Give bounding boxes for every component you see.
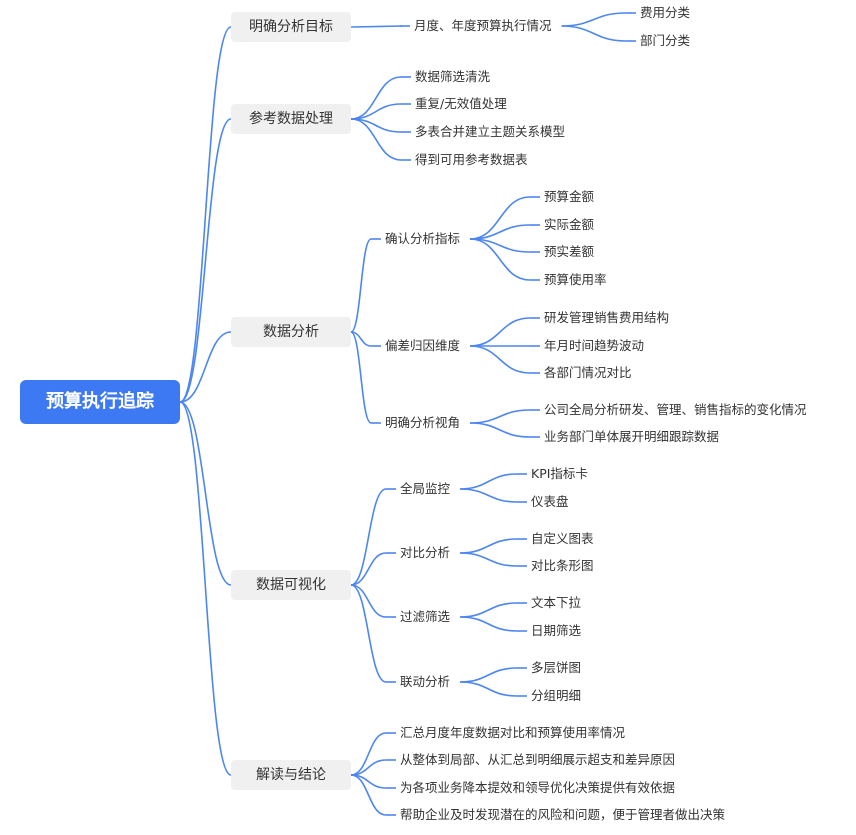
sub-leaf-link (469, 345, 531, 374)
sub-topic[interactable]: 过滤筛选 (400, 609, 451, 624)
leaf-topic[interactable]: 文本下拉 (531, 595, 582, 610)
leaf-topic[interactable]: 分组明细 (531, 688, 582, 703)
branch-sub-link (350, 584, 387, 618)
sub-leaf-link (469, 422, 531, 438)
sub-topic[interactable]: 偏差归因维度 (385, 338, 461, 353)
leaf-topic[interactable]: 实际金额 (544, 217, 595, 232)
root-branch-link (179, 331, 232, 403)
branch-sub-link (350, 488, 387, 586)
sub-topic[interactable]: 重复/无效值处理 (415, 96, 507, 111)
sub-leaf-link (469, 196, 531, 240)
branch-sub-link (350, 774, 387, 816)
root-node[interactable]: 预算执行追踪 (20, 380, 180, 424)
sub-leaf-link (459, 667, 518, 683)
sub-leaf-link (561, 25, 627, 42)
leaf-topic[interactable]: 日期筛选 (531, 623, 582, 638)
branch-sub-link (350, 331, 372, 424)
sub-topic[interactable]: 对比分析 (400, 545, 451, 560)
sub-leaf-link (459, 616, 518, 632)
branch-sub-link (350, 238, 372, 333)
leaf-topic[interactable]: 仪表盘 (531, 494, 569, 509)
root-branch-link (179, 401, 232, 776)
sub-topic[interactable]: 帮助企业及时发现潜在的风险和问题，便于管理者做出决策 (400, 807, 726, 822)
leaf-topic[interactable]: 业务部门单体展开明细跟踪数据 (544, 429, 720, 444)
sub-leaf-link (459, 602, 518, 618)
branch-sub-link (350, 76, 402, 120)
leaf-topic[interactable]: 预实差额 (544, 244, 595, 259)
branch-sub-link (350, 25, 403, 28)
branch-sub-link (350, 552, 387, 586)
leaf-topic[interactable]: KPI指标卡 (531, 466, 588, 481)
sub-topic[interactable]: 多表合并建立主题关系模型 (415, 124, 566, 139)
sub-topic[interactable]: 联动分析 (400, 674, 451, 689)
branch-node[interactable]: 参考数据处理 (231, 104, 351, 134)
root-branch-link (179, 401, 232, 586)
sub-leaf-link (469, 409, 531, 424)
sub-topic[interactable]: 明确分析视角 (385, 415, 461, 430)
root-branch-link (179, 26, 232, 403)
sub-topic[interactable]: 全局监控 (400, 481, 451, 496)
root-branch-link (179, 118, 232, 403)
sub-leaf-link (459, 473, 518, 490)
leaf-topic[interactable]: 费用分类 (640, 5, 691, 20)
branch-sub-link (350, 584, 387, 683)
sub-topic[interactable]: 确认分析指标 (385, 231, 461, 246)
sub-leaf-link (561, 12, 627, 27)
branch-node[interactable]: 明确分析目标 (231, 12, 351, 42)
leaf-topic[interactable]: 各部门情况对比 (544, 365, 632, 380)
branch-node[interactable]: 数据分析 (231, 317, 351, 347)
sub-leaf-link (459, 488, 518, 503)
leaf-topic[interactable]: 年月时间趋势波动 (544, 338, 645, 353)
branch-node[interactable]: 数据可视化 (231, 570, 351, 600)
sub-leaf-link (469, 238, 531, 281)
leaf-topic[interactable]: 多层饼图 (531, 660, 582, 675)
leaf-topic[interactable]: 研发管理销售费用结构 (544, 310, 670, 325)
branch-sub-link (350, 118, 402, 161)
sub-leaf-link (459, 538, 518, 554)
leaf-topic[interactable]: 公司全局分析研发、管理、销售指标的变化情况 (544, 402, 807, 417)
sub-topic[interactable]: 数据筛选清洗 (415, 69, 491, 84)
leaf-topic[interactable]: 自定义图表 (531, 531, 594, 546)
sub-topic[interactable]: 从整体到局部、从汇总到明细展示超支和差异原因 (400, 752, 676, 767)
sub-topic[interactable]: 得到可用参考数据表 (415, 152, 528, 167)
sub-leaf-link (469, 317, 531, 347)
sub-topic[interactable]: 月度、年度预算执行情况 (414, 18, 552, 33)
branch-sub-link (350, 732, 387, 776)
leaf-topic[interactable]: 对比条形图 (531, 558, 594, 573)
leaf-topic[interactable]: 预算使用率 (544, 272, 607, 287)
branch-sub-link (350, 331, 372, 347)
sub-leaf-link (459, 681, 518, 697)
leaf-topic[interactable]: 预算金额 (544, 189, 595, 204)
branch-node[interactable]: 解读与结论 (231, 760, 351, 790)
leaf-topic[interactable]: 部门分类 (640, 33, 691, 48)
sub-leaf-link (459, 552, 518, 567)
sub-topic[interactable]: 为各项业务降本提效和领导优化决策提供有效依据 (400, 780, 676, 795)
sub-topic[interactable]: 汇总月度年度数据对比和预算使用率情况 (400, 725, 626, 740)
